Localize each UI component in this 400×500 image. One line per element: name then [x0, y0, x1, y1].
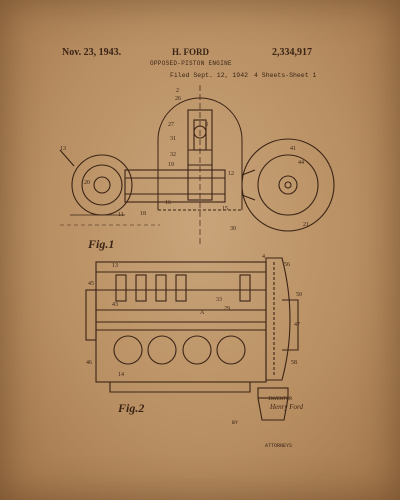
svg-text:31: 31	[170, 136, 176, 142]
inventor-heading: INVENTOR	[268, 396, 293, 402]
svg-text:43: 43	[112, 302, 118, 308]
svg-text:A: A	[200, 310, 205, 316]
svg-text:30: 30	[230, 226, 236, 232]
svg-text:26: 26	[175, 96, 181, 102]
svg-text:27: 27	[168, 122, 174, 128]
by-label: BY	[232, 420, 239, 426]
svg-text:13: 13	[60, 146, 66, 152]
sheet-count: 4 Sheets-Sheet 1	[254, 72, 317, 79]
svg-text:3: 3	[205, 122, 208, 128]
svg-text:4: 4	[262, 254, 265, 260]
svg-text:58: 58	[291, 360, 297, 366]
svg-text:12: 12	[228, 171, 234, 177]
figure-1-drawing: 2 13 20 27 31 32 19 26 16 18 11 12 15 41…	[59, 85, 335, 245]
svg-text:14: 14	[118, 372, 124, 378]
svg-text:45: 45	[88, 281, 94, 287]
filed-date: Filed Sept. 12, 1942	[170, 72, 249, 79]
svg-text:32: 32	[170, 152, 176, 158]
svg-text:41: 41	[290, 146, 296, 152]
svg-text:15: 15	[222, 206, 228, 212]
svg-text:44: 44	[298, 160, 304, 166]
figure-1-label: Fig.1	[88, 237, 115, 251]
svg-text:19: 19	[168, 162, 174, 168]
svg-text:13: 13	[112, 263, 118, 269]
figure-2-label: Fig.2	[118, 401, 145, 415]
figure-2-drawing: 45 13 33 29 A 43 4 56 50 47 58 14 46	[85, 254, 302, 421]
svg-text:33: 33	[216, 297, 222, 303]
attorneys-heading: ATTORNEYS	[265, 443, 293, 449]
svg-text:2: 2	[176, 88, 179, 94]
svg-text:11: 11	[118, 212, 124, 218]
svg-text:21: 21	[303, 222, 309, 228]
svg-text:20: 20	[84, 180, 90, 186]
patent-number: 2,334,917	[272, 47, 312, 58]
svg-text:29: 29	[224, 306, 230, 312]
svg-text:56: 56	[284, 262, 290, 268]
inventor-signature: Henry Ford	[270, 403, 303, 411]
svg-text:46: 46	[86, 360, 92, 366]
svg-text:50: 50	[296, 292, 302, 298]
patent-date: Nov. 23, 1943.	[62, 47, 122, 58]
svg-text:47: 47	[294, 322, 300, 328]
patent-title: OPPOSED-PISTON ENGINE	[150, 60, 232, 67]
svg-text:18: 18	[140, 211, 146, 217]
svg-text:16: 16	[165, 200, 171, 206]
inventor-name: H. FORD	[172, 47, 209, 57]
